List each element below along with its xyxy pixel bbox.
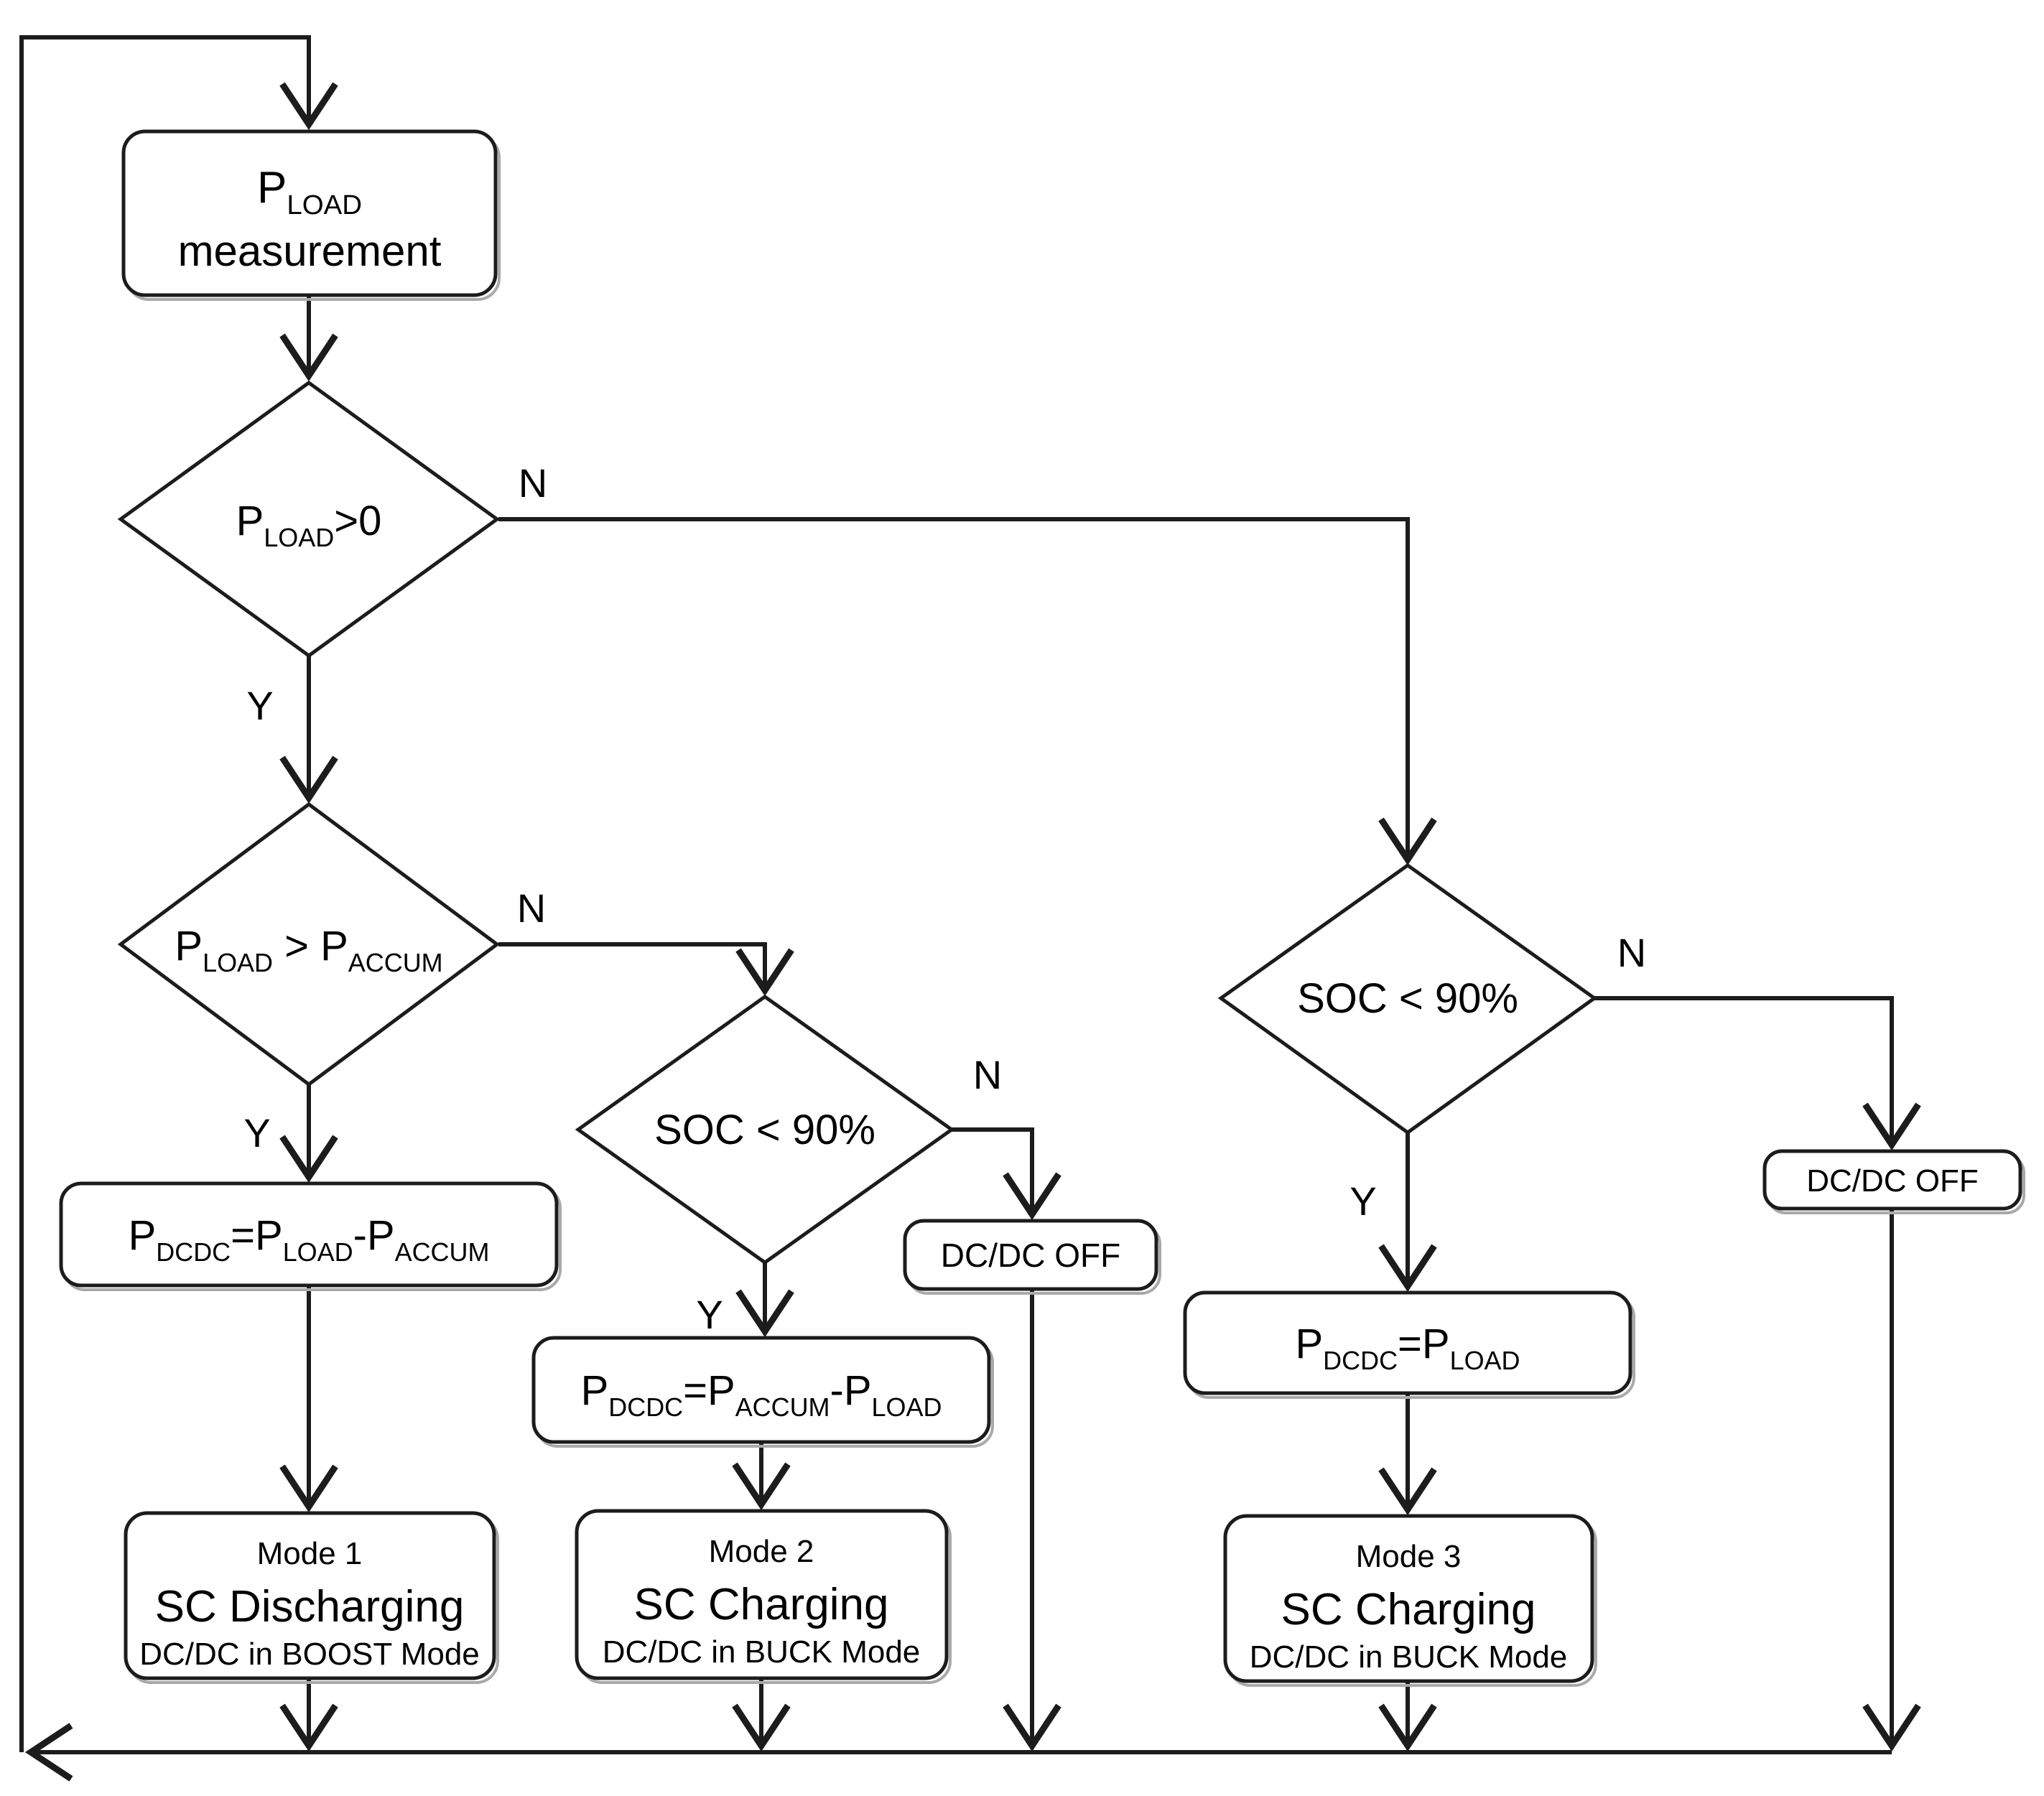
decision-soc-mid-label: SOC < 90%: [654, 1107, 875, 1153]
mode2-box: [575, 1509, 949, 1680]
mode1-action: SC Discharging: [155, 1582, 465, 1632]
mode1-detail: DC/DC in BOOST Mode: [139, 1637, 480, 1672]
mode2-action: SC Charging: [634, 1580, 889, 1629]
mode1-box: [124, 1511, 496, 1680]
decision-pload-gt-paccum-label: PLOAD > PACCUM: [175, 923, 442, 977]
start-box-title: PLOAD: [257, 163, 362, 220]
decision-pload-gt-0: [117, 380, 501, 659]
mode3-box: [1223, 1514, 1594, 1683]
dmid-yes-label: Y: [696, 1292, 723, 1337]
decision-soc-right: [1217, 862, 1598, 1135]
mode3-detail: DC/DC in BUCK Mode: [1250, 1639, 1568, 1675]
d1-yes-label: Y: [246, 683, 273, 728]
formula-right-box: [1183, 1290, 1632, 1395]
edge-dright-no: [1594, 996, 1921, 1151]
dright-no-label: N: [1617, 930, 1646, 975]
edge-dmid-no: [952, 1127, 1062, 1221]
edge-d1-no: [498, 517, 1437, 866]
mode3-action: SC Charging: [1281, 1585, 1536, 1634]
edge-loop-to-start: [19, 35, 338, 1752]
d2-yes-label: Y: [243, 1110, 270, 1155]
decision-soc-right-label: SOC < 90%: [1297, 975, 1518, 1022]
dmid-no-label: N: [973, 1052, 1002, 1097]
edges: [19, 35, 1921, 1782]
dright-yes-label: Y: [1349, 1178, 1376, 1224]
mode2-detail: DC/DC in BUCK Mode: [603, 1634, 921, 1670]
edge-d2-no: [498, 942, 794, 997]
mode3-title: Mode 3: [1356, 1539, 1462, 1574]
decision-pload-gt-0-label: PLOAD>0: [236, 498, 382, 552]
dcdc-off-right-box: [1762, 1149, 2022, 1211]
node-shapes: [59, 129, 2025, 1687]
formula-mid-box: [531, 1336, 991, 1444]
d1-no-label: N: [519, 460, 547, 506]
start-box: [121, 129, 498, 297]
d2-no-label: N: [517, 885, 546, 931]
formula-left-box: [59, 1181, 559, 1288]
formula-right-label: PDCDC=PLOAD: [1295, 1321, 1520, 1375]
decision-pload-gt-paccum: [117, 801, 501, 1087]
dcdc-off-mid-box: [903, 1219, 1158, 1291]
node-texts: PLOAD measurement PLOAD>0 PLOAD > PACCUM…: [129, 163, 1979, 1675]
decision-soc-mid: [575, 994, 955, 1265]
dcdc-off-right-label: DC/DC OFF: [1806, 1163, 1979, 1199]
mode1-title: Mode 1: [257, 1536, 363, 1571]
mode2-title: Mode 2: [709, 1534, 814, 1569]
dcdc-off-mid-label: DC/DC OFF: [941, 1237, 1120, 1274]
formula-mid-label: PDCDC=PACCUM-PLOAD: [581, 1367, 942, 1422]
formula-left-label: PDCDC=PLOAD-PACCUM: [129, 1212, 490, 1267]
start-box-subtitle: measurement: [178, 227, 442, 275]
